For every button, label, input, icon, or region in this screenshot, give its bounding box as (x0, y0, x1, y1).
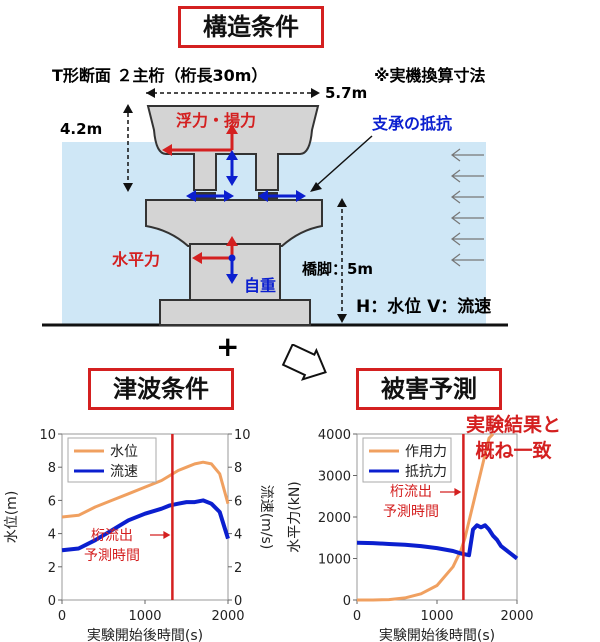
y-right-tick-label: 4 (234, 528, 242, 543)
legend-box (67, 437, 157, 483)
y-right-tick-label: 6 (234, 494, 242, 509)
buoyancy-label: 浮力・揚力 (176, 111, 257, 130)
structure-title: 構造条件 (178, 6, 324, 48)
bearing-resistance-label: 支承の抵抗 (372, 114, 453, 133)
x-tick-label: 2000 (500, 609, 533, 624)
x-tick-label: 1000 (420, 609, 453, 624)
flow-arrow-2 (451, 169, 484, 183)
y-right-tick-label: 8 (234, 461, 242, 476)
plus-sign: + (216, 330, 240, 363)
y-tick-label: 10 (39, 428, 56, 443)
bearing-callout-line (315, 135, 373, 187)
annotation-arrow-head (163, 531, 171, 539)
damage-title: 被害予測 (356, 368, 502, 410)
annotation-arrow-head (454, 488, 462, 496)
y-right-axis-label: 流速(m/s) (258, 485, 274, 550)
bearing-callout-head (310, 182, 322, 192)
flow-arrow-4 (451, 211, 484, 225)
series-line-2 (356, 523, 519, 561)
self-weight-label: 自重 (244, 276, 277, 295)
bearing-resistance-arrows (186, 190, 306, 202)
x-tick-label: 0 (58, 609, 66, 624)
flow-arrow-icon (281, 344, 327, 381)
y-axis-label: 水平力(kN) (287, 481, 303, 553)
x-tick-label: 1000 (128, 609, 161, 624)
y-tick-label: 3000 (318, 470, 351, 485)
pier-height-label: 橋脚：5m (302, 260, 374, 278)
flow-arrow-6 (451, 253, 484, 267)
height-arrowheads (123, 104, 133, 192)
y-right-tick-label: 0 (234, 594, 242, 609)
y-tick-label: 8 (48, 461, 56, 476)
x-axis-label: 実験開始後時間(s) (87, 628, 203, 642)
x-tick-label: 0 (353, 609, 361, 624)
section-description: T形断面 ２主桁（桁長30m） (52, 66, 268, 85)
center-of-gravity-dot (228, 254, 236, 262)
water-level-velocity-label: H：水位 V：流速 (356, 297, 492, 317)
y-tick-label: 6 (48, 494, 56, 509)
y-tick-label: 1000 (318, 553, 351, 568)
y-right-tick-label: 10 (234, 428, 251, 443)
legend-label: 水位 (110, 444, 138, 460)
pier-column (189, 243, 281, 301)
legend-label: 抵抗力 (405, 464, 447, 480)
flow-arrows (451, 148, 484, 267)
flow-arrow-5 (451, 232, 484, 246)
legend-label: 作用力 (405, 444, 447, 460)
horizontal-force-label: 水平力 (112, 250, 161, 269)
x-tick-label: 2000 (211, 609, 244, 624)
tsunami-title: 津波条件 (88, 368, 234, 410)
y-tick-label: 0 (48, 594, 56, 609)
y-tick-label: 0 (343, 594, 351, 609)
y-tick-label: 4000 (318, 428, 351, 443)
girder-vertical-arrow (226, 150, 238, 186)
y-tick-label: 2000 (318, 511, 351, 526)
pier-cap (145, 199, 323, 247)
annotation-text: 予測時間 (383, 504, 439, 520)
y-right-tick-label: 2 (234, 561, 242, 576)
damage-chart: 0 1000 2000 3000 4000 0 1000 2000 実験開始後時間(s) 水平力(… (287, 428, 534, 642)
height-dimension-label: 4.2m (60, 120, 103, 138)
width-dimension-label: 5.7m (325, 84, 368, 102)
legend-box (362, 437, 452, 483)
series-line-2 (61, 498, 230, 553)
y-axis-label: 水位(m) (4, 491, 20, 544)
annotation-text: 桁流出 (91, 528, 133, 544)
flow-arrow-3 (451, 190, 484, 204)
flow-arrow-1 (451, 148, 484, 162)
buoyancy-arrows (162, 124, 238, 156)
legend-label: 流速 (110, 464, 138, 480)
annotation-text: 桁流出 (390, 484, 432, 500)
y-tick-label: 4 (48, 528, 56, 543)
series-line-1 (61, 460, 230, 519)
annotation-text: 予測時間 (84, 548, 140, 564)
scale-note: ※実機換算寸法 (374, 66, 486, 85)
x-axis-label: 実験開始後時間(s) (379, 628, 495, 642)
self-weight-arrow (226, 260, 238, 284)
structure-diagram (42, 88, 508, 327)
pier-footing (159, 299, 311, 326)
y-tick-label: 2 (48, 561, 56, 576)
tsunami-chart: 0 2 4 6 8 10 0 2 4 6 8 10 0 1000 2000 実験開始後時間(s) 水位(m) 流速… (4, 428, 274, 642)
agreement-callout: 実験結果と 概ね一致 (466, 414, 562, 462)
